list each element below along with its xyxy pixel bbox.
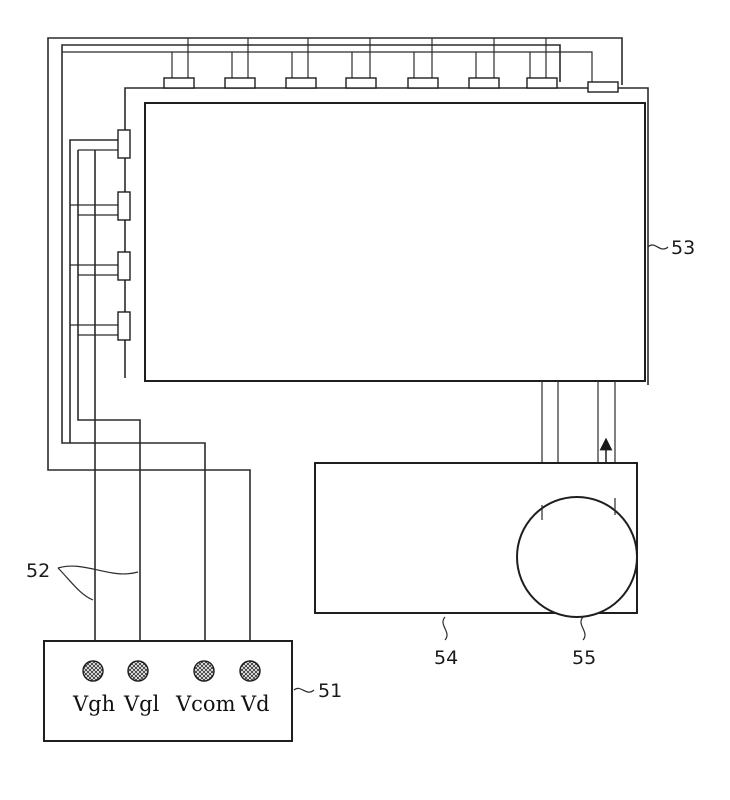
vgl-terminal [128,661,148,681]
power-supply-box [44,641,292,741]
vgl-label: Vgl [123,692,160,716]
wiring-leader-2 [58,568,93,600]
vgh-label: Vgh [72,692,115,716]
source-driver-pads [164,78,618,92]
motor-label: 55 [572,647,596,669]
wiring-label: 52 [26,560,50,582]
motor-circle [517,497,637,617]
vd-terminal [240,661,260,681]
vcom-label: Vcom [175,692,236,716]
power-supply-label: 51 [318,680,342,702]
motor-leader [581,617,585,640]
gate-driver-pads [118,130,130,340]
power-supply-leader [294,688,314,692]
controller-label: 54 [434,647,458,669]
vcom-terminal [194,661,214,681]
vgh-terminal [83,661,103,681]
vd-label: Vd [240,692,270,716]
panel-leader [648,245,668,249]
display-panel [145,103,645,381]
controller-leader [443,617,447,640]
wiring-leader-1 [58,566,138,574]
panel-label: 53 [671,237,695,259]
